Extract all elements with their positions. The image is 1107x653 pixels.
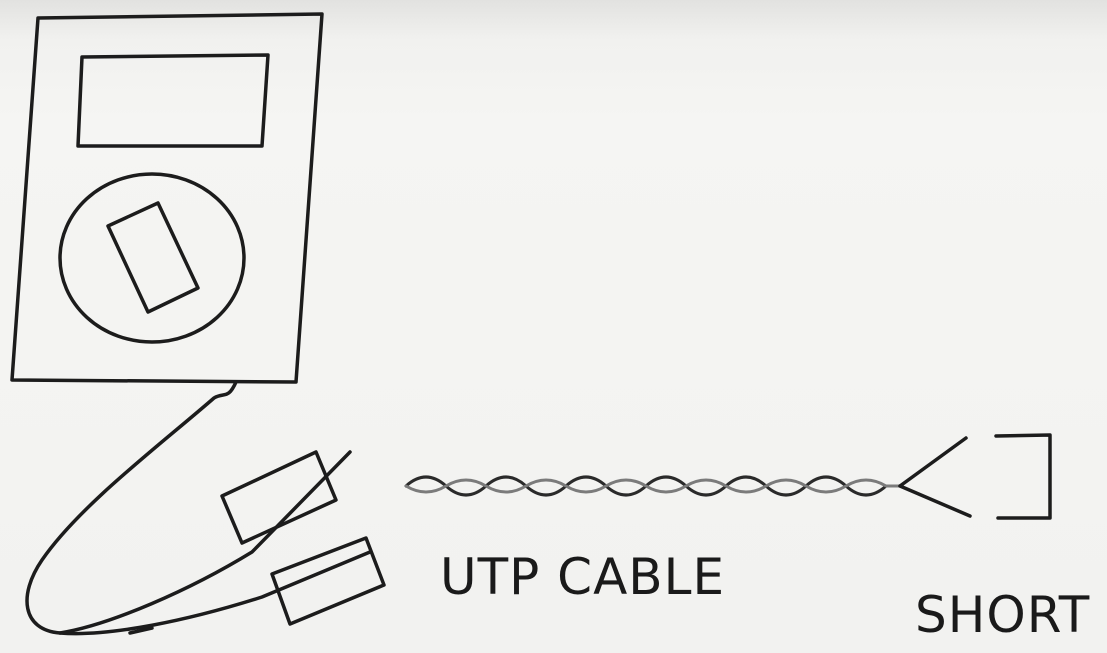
lower-probe: [270, 536, 386, 626]
multimeter-dial: [58, 172, 246, 344]
short-bracket: [994, 433, 1052, 520]
probe-lead-tail: [128, 626, 154, 635]
utp-cable-label: UTP CABLE: [440, 548, 726, 606]
multimeter-body: [10, 12, 324, 384]
probe-lead-second: [58, 550, 372, 636]
short-label: SHORT: [915, 586, 1091, 644]
multimeter-display: [76, 53, 270, 148]
cable-split-end: [898, 436, 972, 518]
probe-lead: [25, 380, 352, 635]
upper-probe: [220, 450, 338, 545]
multimeter-dial-knob: [106, 201, 200, 314]
utp-cable-wire-b: [404, 478, 902, 494]
